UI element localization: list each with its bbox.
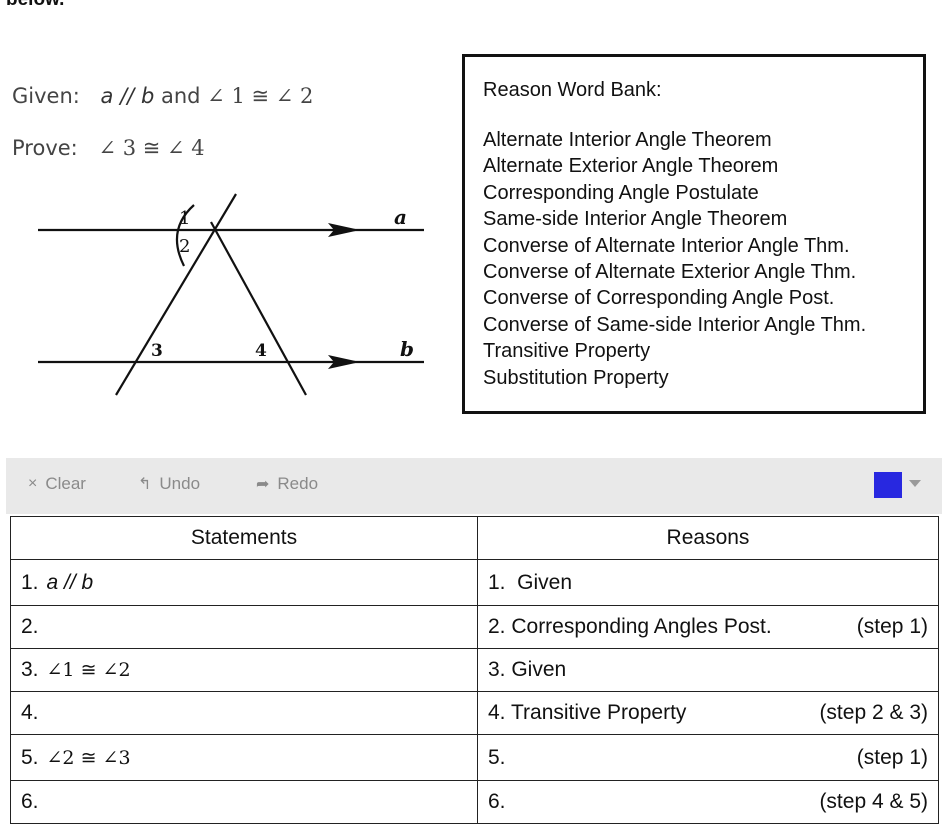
given-and: and [160, 84, 201, 108]
reason-cell[interactable]: 6. (step 4 & 5) [477, 780, 939, 824]
reason-cell[interactable]: 4. Transitive Property (step 2 & 3) [477, 691, 939, 735]
reason-content: 1. Given [488, 571, 928, 595]
word-bank-item: Corresponding Angle Postulate [483, 181, 759, 204]
reason-step-note: (step 1) [856, 745, 928, 769]
reasons-header: Reasons [477, 516, 939, 560]
chevron-down-icon[interactable] [909, 480, 921, 487]
word-bank-item: Converse of Corresponding Angle Post. [483, 287, 835, 310]
statement-cell[interactable]: 6. [10, 780, 478, 824]
reason-word-bank: Reason Word Bank: Alternate Interior Ang… [462, 54, 926, 414]
given-line-a: a [100, 84, 114, 108]
geometry-diagram: a b 1 2 3 4 [38, 193, 424, 396]
line-a-label: a [394, 205, 407, 229]
reason-cell[interactable]: 5. (step 1) [477, 734, 939, 781]
clear-label: Clear [45, 474, 86, 493]
reason-content: 6. (step 4 & 5) [488, 790, 928, 814]
table-row: 5. ∠2 ≅ ∠3 5. (step 1) [10, 734, 939, 781]
word-bank-item: Substitution Property [483, 366, 669, 389]
word-bank-item: Alternate Interior Angle Theorem [483, 129, 772, 151]
reason-content: 4. Transitive Property (step 2 & 3) [488, 701, 928, 725]
clear-button[interactable]: × Clear [28, 474, 86, 494]
reason-text: 2. Corresponding Angles Post. [488, 615, 772, 638]
angle-label-3: 3 [151, 341, 163, 361]
given-angle-congruence: ∠ 1 ≅ ∠ 2 [207, 84, 314, 108]
given-line-b: b [140, 84, 155, 108]
color-picker-swatch[interactable] [874, 472, 902, 498]
given-statement: Given: a // b and ∠ 1 ≅ ∠ 2 [12, 84, 313, 108]
cut-off-heading: below. [6, 0, 64, 11]
step-number: 2. [21, 615, 39, 638]
table-row: 3. ∠1 ≅ ∠2 3. Given [10, 648, 939, 692]
prove-label: Prove: [12, 136, 78, 160]
angle-arc-1-2 [175, 204, 195, 267]
word-bank-item: Transitive Property [483, 340, 651, 363]
prove-angle-congruence: ∠ 3 ≅ ∠ 4 [98, 136, 205, 160]
reason-cell[interactable]: 3. Given [477, 648, 939, 692]
word-bank-title: Reason Word Bank: [483, 79, 662, 101]
table-row: 2. 2. Corresponding Angles Post. (step 1) [10, 605, 939, 649]
statement-cell[interactable]: 2. [10, 605, 478, 649]
step-number: 4. [21, 701, 39, 724]
word-bank-item: Converse of Alternate Interior Angle Thm… [483, 234, 850, 257]
undo-icon: ↰ [138, 476, 152, 493]
angle-label-2: 2 [179, 236, 190, 257]
word-bank-item: Converse of Alternate Exterior Angle Thm… [483, 261, 857, 284]
table-row: 1. a // b 1. Given [10, 559, 939, 606]
undo-label: Undo [159, 474, 201, 493]
statement-text: ∠2 ≅ ∠3 [46, 746, 131, 769]
given-parallel-symbol: // [120, 84, 135, 108]
reason-content: 5. (step 1) [488, 746, 928, 770]
undo-button[interactable]: ↰ Undo [138, 474, 200, 494]
angle-label-1: 1 [179, 208, 190, 229]
step-number: 6. [21, 790, 39, 813]
table-row: 6. 6. (step 4 & 5) [10, 780, 939, 824]
statement-cell[interactable]: 3. ∠1 ≅ ∠2 [10, 648, 478, 692]
angle-label-4: 4 [255, 341, 267, 361]
reason-text: 5. [488, 745, 506, 769]
reason-text: 4. Transitive Property [488, 701, 687, 724]
close-icon: × [28, 475, 38, 492]
arrow-line-b [328, 355, 360, 369]
reason-cell[interactable]: 2. Corresponding Angles Post. (step 1) [477, 605, 939, 649]
reason-step-note: (step 4 & 5) [819, 790, 928, 813]
reason-content: 3. Given [488, 658, 928, 682]
table-row: 4. 4. Transitive Property (step 2 & 3) [10, 691, 939, 735]
statements-header: Statements [10, 516, 478, 560]
reason-step-note: (step 2 & 3) [819, 701, 928, 724]
reason-step-note: (step 1) [856, 615, 928, 638]
table-header-row: Statements Reasons [10, 516, 939, 560]
step-number: 3. [21, 658, 39, 681]
given-label: Given: [12, 84, 80, 108]
reason-text: 1. Given [488, 570, 573, 594]
prove-statement: Prove: ∠ 3 ≅ ∠ 4 [12, 136, 205, 160]
reason-text: 6. [488, 790, 506, 813]
word-bank-item: Converse of Same-side Interior Angle Thm… [483, 313, 867, 336]
statement-cell[interactable]: 1. a // b [10, 559, 478, 606]
redo-button[interactable]: ➦ Redo [256, 474, 318, 494]
reason-text: 3. Given [488, 658, 567, 681]
step-number: 5. [21, 745, 39, 769]
word-bank-item: Same-side Interior Angle Theorem [483, 208, 788, 231]
redo-label: Redo [277, 474, 319, 493]
statement-text: ∠1 ≅ ∠2 [46, 659, 131, 681]
transversal-left [115, 193, 237, 396]
statement-cell[interactable]: 4. [10, 691, 478, 735]
word-bank-item: Alternate Exterior Angle Theorem [483, 155, 779, 178]
arrow-line-a [328, 223, 360, 237]
drawing-toolbar: × Clear ↰ Undo ➦ Redo [6, 458, 942, 514]
reason-content: 2. Corresponding Angles Post. (step 1) [488, 615, 928, 639]
reason-cell[interactable]: 1. Given [477, 559, 939, 606]
transversal-right [210, 221, 307, 396]
line-b-label: b [400, 337, 414, 361]
redo-icon: ➦ [256, 476, 270, 493]
step-number: 1. [21, 570, 39, 594]
statement-cell[interactable]: 5. ∠2 ≅ ∠3 [10, 734, 478, 781]
statement-text: a // b [46, 570, 94, 594]
